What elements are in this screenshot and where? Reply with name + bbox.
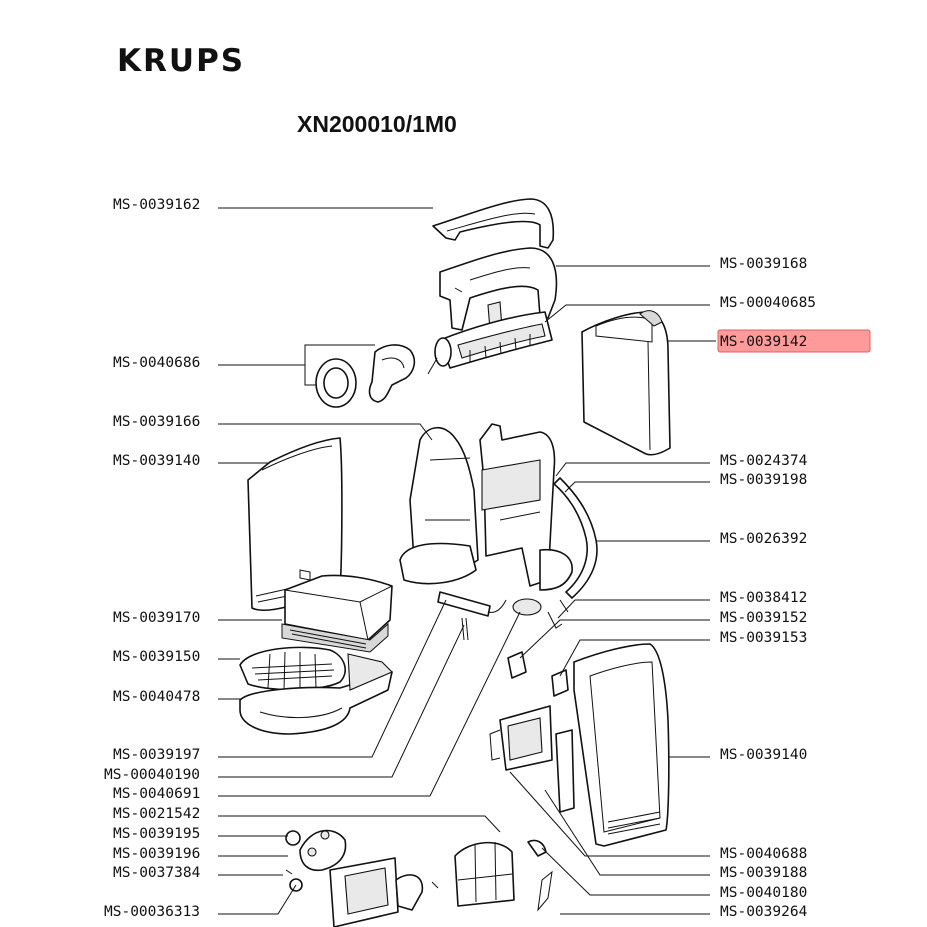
part-label[interactable]: MS-0040180: [720, 885, 807, 901]
side-cover-drawing: [581, 310, 671, 456]
part-label[interactable]: MS-0039170: [113, 610, 200, 626]
part-label[interactable]: MS-0040691: [113, 786, 200, 802]
part-label[interactable]: MS-0039152: [720, 610, 807, 626]
part-label[interactable]: MS-0039168: [720, 256, 807, 272]
capsule-container-drawing: [281, 574, 393, 653]
right-front-panel-drawing: [573, 643, 670, 847]
top-cover-drawing: [432, 198, 555, 249]
electronics-drawing: [489, 651, 575, 813]
part-label[interactable]: MS-0039188: [720, 865, 807, 881]
selected-part-highlight: [717, 329, 871, 353]
part-label[interactable]: MS-0039195: [113, 826, 200, 842]
left-part-labels: MS-0039162 MS-0040686 MS-0039166 MS-0039…: [104, 197, 201, 920]
part-label[interactable]: MS-0039198: [720, 472, 807, 488]
part-label[interactable]: MS-0039197: [113, 747, 200, 763]
leader-lines: [218, 207, 716, 915]
part-label[interactable]: MS-0039264: [720, 904, 808, 920]
left-front-panel-drawing: [247, 437, 343, 611]
part-label[interactable]: MS-0039140: [720, 747, 807, 763]
right-part-labels: MS-0039168 MS-00040685 MS-0039142 MS-002…: [720, 256, 816, 920]
part-label[interactable]: MS-0026392: [720, 531, 807, 547]
part-label[interactable]: MS-00036313: [104, 904, 200, 920]
part-label[interactable]: MS-0040478: [113, 689, 200, 705]
model-number: XN200010/1M0: [297, 111, 457, 137]
capsule-holder-drawing: [315, 344, 416, 408]
part-label[interactable]: MS-0039196: [113, 846, 200, 862]
part-label[interactable]: MS-0038412: [720, 590, 807, 606]
part-label[interactable]: MS-0039153: [720, 630, 807, 646]
part-label[interactable]: MS-00040190: [104, 767, 200, 783]
part-label[interactable]: MS-0039166: [113, 414, 200, 430]
part-label[interactable]: MS-00040685: [720, 295, 816, 311]
drip-tray-drawing: [239, 653, 393, 735]
part-label[interactable]: MS-0040688: [720, 846, 807, 862]
part-label[interactable]: MS-0039150: [113, 649, 200, 665]
part-label[interactable]: MS-0040686: [113, 355, 200, 371]
bottom-mechanism-drawing: [285, 829, 553, 927]
part-label-selected[interactable]: MS-0039142: [720, 334, 807, 350]
hose-assembly-drawing: [437, 477, 598, 641]
part-label[interactable]: MS-0024374: [720, 453, 808, 469]
brew-unit-drawing: [427, 311, 553, 375]
brand-logo: KRUPS: [117, 43, 245, 79]
part-label[interactable]: MS-0037384: [113, 865, 201, 881]
part-label[interactable]: MS-0039162: [113, 197, 200, 213]
part-label[interactable]: MS-0039140: [113, 453, 200, 469]
part-label[interactable]: MS-0021542: [113, 806, 200, 822]
drip-tray-grid-drawing: [239, 646, 346, 691]
main-frame-drawing: [399, 423, 573, 591]
